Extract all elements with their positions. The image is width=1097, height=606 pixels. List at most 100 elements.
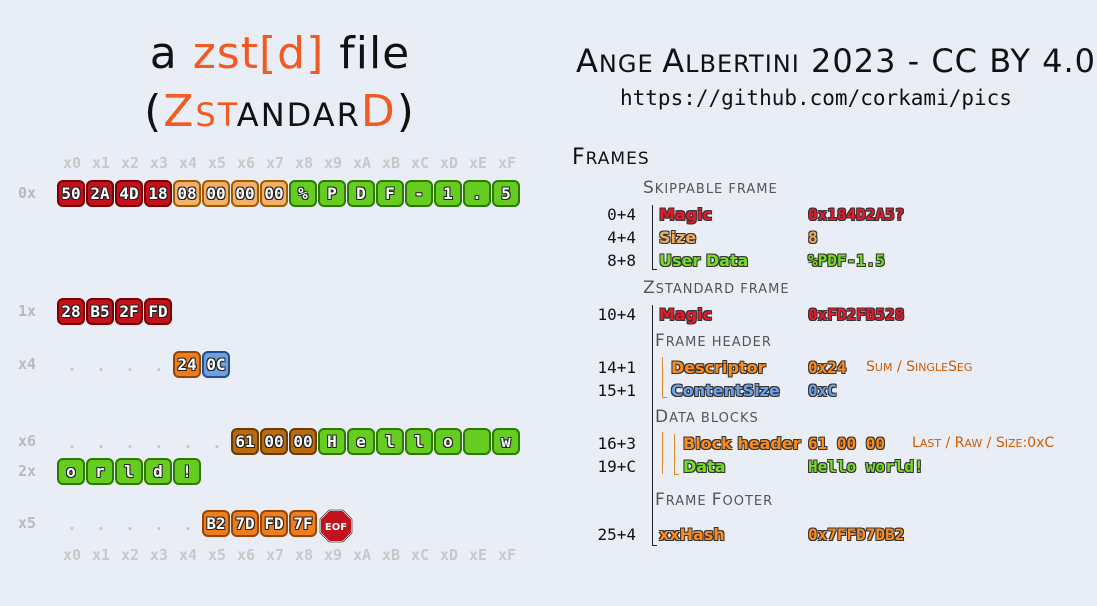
placeholder-dot: . — [67, 433, 77, 452]
header-bracket — [662, 357, 663, 397]
field-name: Block header — [683, 434, 801, 453]
nd-c: / — [892, 359, 907, 375]
hex-byte-block-header: 00 — [260, 428, 288, 455]
hex-byte-data: w — [492, 428, 520, 455]
column-header: x2 — [120, 154, 140, 172]
hex-byte-data: r — [86, 458, 114, 485]
field-name: Magic — [659, 305, 713, 324]
column-header: xD — [439, 546, 459, 564]
hex-byte-xxhash: 7F — [289, 510, 317, 537]
hex-byte-size: 00 — [231, 180, 259, 207]
placeholder-dot: . — [154, 356, 164, 375]
field-offset: 15+1 — [597, 381, 636, 400]
column-header: xE — [468, 154, 488, 172]
hex-byte-block-header: 61 — [231, 428, 259, 455]
column-header: x3 — [149, 154, 169, 172]
column-header: x1 — [91, 546, 111, 564]
hex-byte-zstd-magic: B5 — [86, 298, 114, 325]
header-bracket-end — [662, 391, 667, 398]
hex-byte-magic: 4D — [115, 180, 143, 207]
hex-byte-size: 00 — [202, 180, 230, 207]
column-header: xC — [410, 546, 430, 564]
subtitle-zstandard: (ZSTANDARD) — [0, 86, 560, 137]
hex-byte-magic: 18 — [144, 180, 172, 207]
hex-byte-userdata: . — [463, 180, 491, 207]
eof-stop-icon: EOF — [319, 509, 353, 543]
paren-open: ( — [144, 86, 164, 137]
block-bracket — [674, 434, 675, 474]
nb-i: :0xC — [1022, 435, 1055, 451]
hex-byte-userdata: 1 — [434, 180, 462, 207]
placeholder-dot: . — [125, 515, 135, 534]
field-name: Descriptor — [671, 358, 766, 377]
descriptor-note: SUM / SINGLESEG — [866, 359, 972, 375]
hex-byte-magic: 2A — [86, 180, 114, 207]
hex-byte-magic: 50 — [57, 180, 85, 207]
hex-byte-userdata: D — [347, 180, 375, 207]
column-header: xA — [352, 154, 372, 172]
column-header: xB — [381, 546, 401, 564]
column-header: xE — [468, 546, 488, 564]
field-offset: 14+1 — [597, 358, 636, 377]
nb-g: S — [995, 435, 1005, 451]
frames-title-initial: F — [572, 145, 586, 170]
author-license: 2023 - CC BY 4.0 — [799, 42, 1096, 80]
column-header: x9 — [323, 154, 343, 172]
placeholder-dot: . — [183, 515, 193, 534]
field-value: 61 00 00 — [808, 434, 886, 453]
row-label: 1x — [18, 302, 37, 320]
column-header: x2 — [120, 546, 140, 564]
nd-d: S — [906, 359, 915, 375]
column-header: x8 — [294, 546, 314, 564]
nb-a: L — [912, 435, 920, 451]
block-header-note: LAST / RAW / SIZE:0xC — [912, 435, 1054, 451]
hex-byte-userdata: % — [289, 180, 317, 207]
zstandard-frame-heading: ZSTANDARD FRAME — [643, 278, 790, 298]
column-header: x8 — [294, 154, 314, 172]
column-header: x5 — [207, 546, 227, 564]
hex-byte-data: l — [376, 428, 404, 455]
field-name: Magic — [659, 205, 713, 224]
field-offset: 0+4 — [607, 205, 636, 224]
ff-rest1: RAME — [665, 494, 712, 509]
hex-byte-size: 08 — [173, 180, 201, 207]
zstd-rest: STANDARD FRAME — [655, 282, 790, 297]
hex-byte-data: d — [144, 458, 172, 485]
letters-st: ST — [195, 96, 237, 134]
placeholder-dot: . — [67, 515, 77, 534]
hex-byte-data: e — [347, 428, 375, 455]
column-header: x6 — [236, 154, 256, 172]
nd-e: INGLE — [914, 361, 949, 374]
field-value: Hello world! — [808, 457, 924, 476]
hex-byte-contentsize: 0C — [202, 351, 230, 378]
hex-byte-zstd-magic: 28 — [57, 298, 85, 325]
row-label: 0x — [18, 184, 37, 202]
hex-byte-data: o — [57, 458, 85, 485]
hex-byte-data — [463, 428, 491, 455]
column-header: x4 — [178, 154, 198, 172]
db-initial: D — [655, 407, 670, 427]
column-header: xF — [497, 546, 517, 564]
hex-byte-userdata: 5 — [492, 180, 520, 207]
field-value: %PDF-1.5 — [808, 251, 886, 270]
block-bracket-end — [674, 468, 679, 475]
ff-initial2: F — [711, 490, 723, 510]
hex-byte-userdata: P — [318, 180, 346, 207]
letters-andar: ANDAR — [236, 96, 361, 134]
hex-byte-data: l — [405, 428, 433, 455]
hex-byte-xxhash: B2 — [202, 510, 230, 537]
column-header: x1 — [91, 154, 111, 172]
paren-close: ) — [396, 86, 416, 137]
author-initial-a: A — [576, 42, 599, 80]
hex-byte-block-header: 00 — [289, 428, 317, 455]
row-label: x5 — [18, 514, 37, 532]
author-last-rest: LBERTINI — [685, 50, 800, 78]
hex-byte-userdata: F — [376, 180, 404, 207]
field-value: 0xC — [808, 381, 837, 400]
column-header: xA — [352, 546, 372, 564]
column-header: x6 — [236, 546, 256, 564]
field-name: Data — [683, 457, 726, 476]
placeholder-dot: . — [67, 356, 77, 375]
placeholder-dot: . — [154, 515, 164, 534]
column-header: xC — [410, 154, 430, 172]
